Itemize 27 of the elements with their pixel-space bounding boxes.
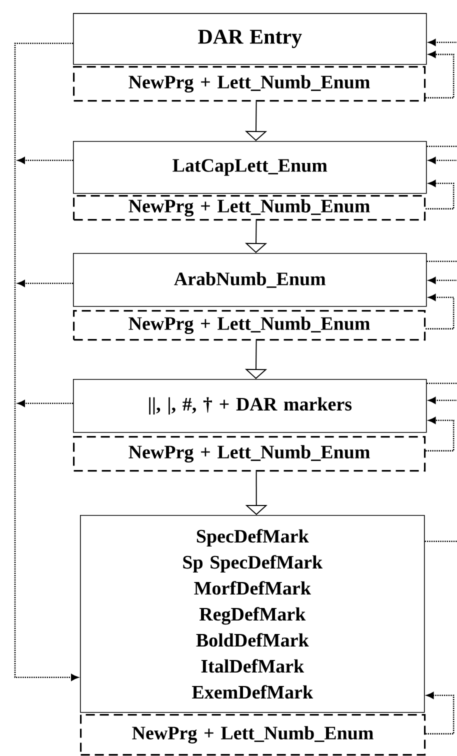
arrow	[18, 400, 73, 407]
loop-arrow	[426, 692, 454, 734]
dashed-box: NewPrg + Lett_Numb_Enum	[73, 436, 426, 472]
arrow	[18, 157, 73, 164]
dashed-box: NewPrg + Lett_Numb_Enum	[73, 310, 426, 341]
line	[426, 260, 457, 262]
arrow	[18, 280, 73, 287]
process-box: DAR Entry	[73, 13, 427, 65]
arrow	[428, 277, 457, 284]
dashed-box: NewPrg + Lett_Numb_Enum	[73, 195, 426, 221]
dashed-box: NewPrg + Lett_Numb_Enum	[80, 714, 426, 756]
line	[424, 540, 457, 542]
loop-arrow	[426, 417, 454, 452]
arrow	[428, 39, 457, 46]
loop-arrow	[426, 180, 454, 210]
arrow	[428, 157, 457, 164]
process-box: SpecDefMark Sp SpecDefMark MorfDefMark RegDefMark BoldDefMark ItalDefMark ExemDefMark	[80, 515, 425, 713]
process-box: LatCapLett_Enum	[73, 141, 427, 194]
loop-arrow	[426, 51, 454, 98]
loop-arrow	[426, 294, 454, 330]
arrow	[428, 397, 457, 404]
dashed-box: NewPrg + Lett_Numb_Enum	[73, 66, 426, 102]
process-box: ||, |, #, † + DAR markers	[73, 379, 427, 433]
line	[426, 146, 457, 148]
arrow	[14, 42, 78, 681]
process-box: ArabNumb_Enum	[73, 253, 427, 307]
line	[426, 382, 457, 384]
